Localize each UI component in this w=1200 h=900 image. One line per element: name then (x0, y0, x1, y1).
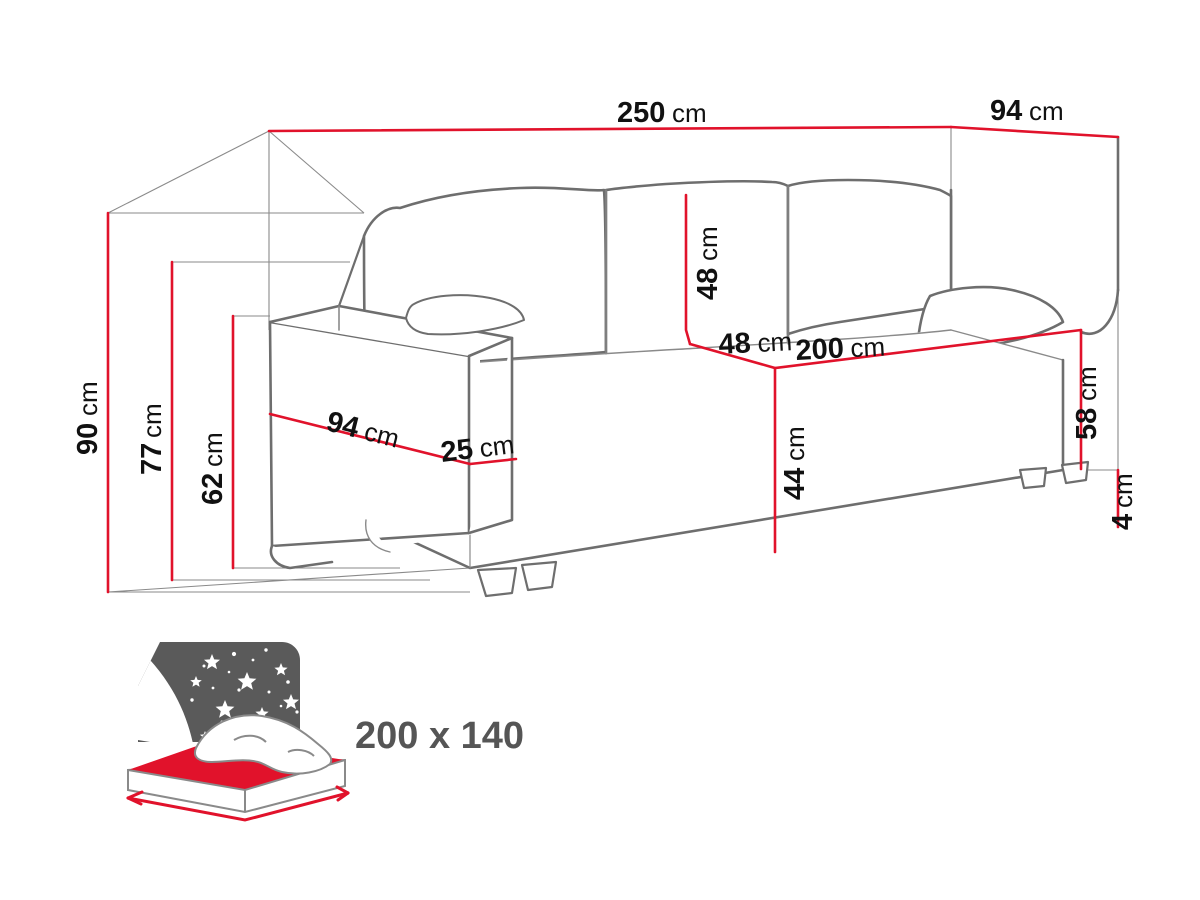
label-backrest-height-unit: cm (693, 226, 723, 261)
label-leg-height: 4 cm (1107, 473, 1139, 530)
seat-surface (366, 330, 1063, 568)
duvet (194, 714, 333, 775)
label-total-depth-value: 94 (990, 95, 1022, 127)
dimline-total-width (267, 125, 953, 133)
label-side-height: 58 cm (1071, 366, 1103, 440)
label-backrest-height-value: 48 (692, 268, 724, 300)
label-seat-depth-unit: cm (757, 326, 793, 358)
dimline-arm-width (468, 457, 518, 466)
sofa-feet (476, 460, 1090, 598)
label-side-height-unit: cm (1072, 366, 1102, 401)
label-side-height-value: 58 (1071, 408, 1103, 440)
label-arm-width-value: 25 (439, 433, 475, 469)
label-total-height: 90 cm (72, 381, 104, 455)
label-arm-height-value: 62 (197, 473, 229, 505)
label-arm-outer-depth: 94 cm (323, 406, 402, 454)
dimline-arm-outer-depth (268, 412, 472, 466)
label-arm-outer-depth-value: 94 (323, 406, 362, 445)
dimline-total-depth (949, 125, 1120, 139)
bed-dimension-arrows (126, 785, 350, 822)
label-arm-height: 62 cm (197, 432, 229, 505)
label-seat-width-unit: cm (850, 331, 886, 363)
sofa-illustration (268, 135, 1120, 598)
sleeping-area-icon: 200 x 140 (126, 642, 524, 822)
label-seat-width-value: 200 (795, 333, 845, 367)
label-seat-height: 44 cm (779, 426, 811, 500)
pillow-fold-1 (233, 734, 267, 743)
label-back-height-unit: cm (137, 403, 167, 438)
label-back-height-value: 77 (136, 443, 168, 475)
sofa-base (364, 358, 1065, 570)
dimension-lines (106, 125, 1120, 594)
label-seat-depth-value: 48 (718, 327, 752, 361)
pillow-fold-2 (287, 748, 315, 757)
arm-inner-cushion (405, 294, 525, 336)
label-leg-height-unit: cm (1108, 473, 1138, 508)
bed-width-arrow (335, 785, 350, 795)
label-backrest-height: 48 cm (692, 226, 724, 300)
label-total-width: 250 cm (617, 97, 707, 129)
label-total-depth: 94 cm (990, 95, 1064, 127)
dimline-backrest-height (684, 193, 692, 346)
label-total-width-value: 250 (617, 97, 665, 129)
bed-size-label: 200 x 140 (355, 715, 524, 757)
label-seat-depth: 48 cm (718, 326, 793, 361)
label-leg-height-value: 4 (1107, 514, 1139, 530)
label-total-width-unit: cm (672, 98, 707, 128)
label-arm-height-unit: cm (198, 432, 228, 467)
label-back-height: 77 cm (136, 403, 168, 475)
label-total-depth-unit: cm (1029, 96, 1064, 126)
label-total-height-unit: cm (73, 381, 103, 416)
label-seat-height-value: 44 (779, 468, 811, 500)
label-seat-width: 200 cm (795, 331, 886, 367)
label-arm-width: 25 cm (439, 429, 516, 469)
bed-length-arrow (126, 791, 350, 822)
label-total-height-value: 90 (72, 423, 104, 455)
label-arm-width-unit: cm (478, 429, 516, 463)
label-seat-height-unit: cm (780, 426, 810, 461)
